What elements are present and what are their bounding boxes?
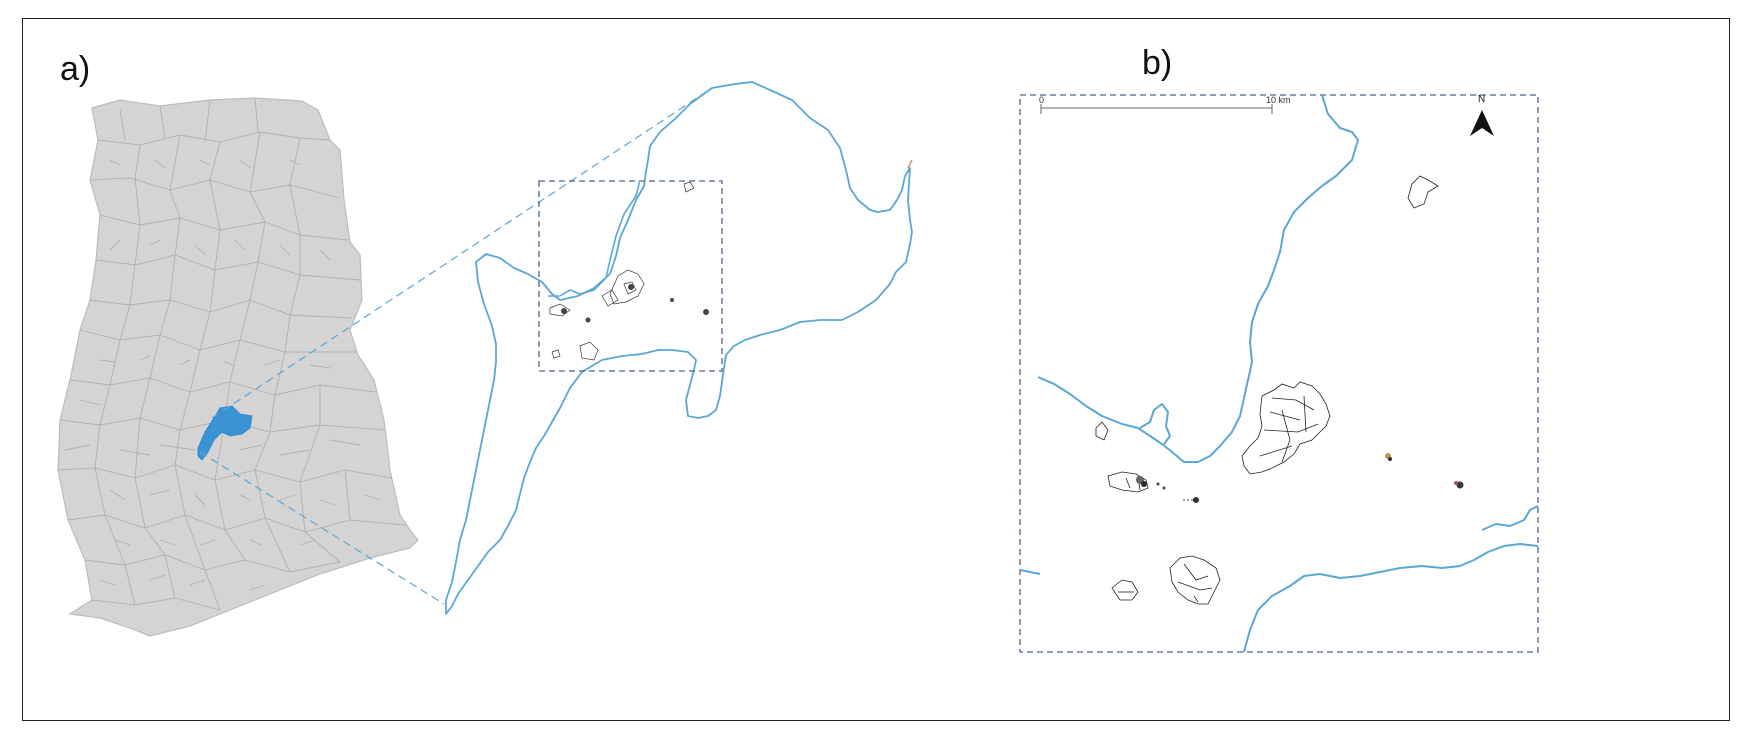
inset-farm-plots — [1095, 175, 1439, 605]
southwest-river — [1019, 569, 1041, 575]
farm-plots-small — [549, 181, 695, 361]
district-boundaries — [57, 97, 406, 611]
inset-rivers — [1019, 94, 1539, 653]
panel-a-label: a) — [60, 50, 91, 88]
inset-box — [538, 180, 723, 372]
study-area — [197, 405, 253, 461]
inset-frame — [1019, 94, 1539, 653]
farm-plots-dots — [561, 284, 709, 323]
district-edge-segment — [907, 159, 913, 169]
zoom-connectors — [199, 87, 713, 605]
plot-northeast — [1407, 175, 1439, 209]
inset-plot-dots — [1136, 453, 1464, 503]
main-river — [1037, 94, 1359, 463]
plot-west-cluster — [1107, 471, 1149, 493]
plot-central-cluster — [1241, 381, 1331, 475]
river-loop — [1139, 403, 1171, 445]
plot-southwest — [1111, 579, 1139, 601]
north-label: N — [1478, 94, 1485, 105]
south-river — [1243, 543, 1539, 653]
scale-bar: 0 10 km — [1039, 95, 1291, 114]
district-outline — [445, 81, 913, 615]
plot-west-small — [1095, 421, 1109, 441]
north-arrow-icon: N — [1470, 94, 1494, 136]
inset-map: 0 10 km N — [1019, 94, 1539, 653]
country-map — [57, 97, 419, 637]
district-map — [445, 81, 913, 615]
scale-end-label: 10 km — [1266, 95, 1291, 105]
scale-start-label: 0 — [1039, 95, 1044, 105]
inner-river — [548, 179, 641, 297]
figure-frame — [22, 18, 1730, 721]
panel-b-label: b) — [1142, 44, 1173, 82]
east-river — [1481, 505, 1539, 531]
plot-south-cluster — [1169, 555, 1221, 605]
country-outline — [57, 97, 419, 637]
